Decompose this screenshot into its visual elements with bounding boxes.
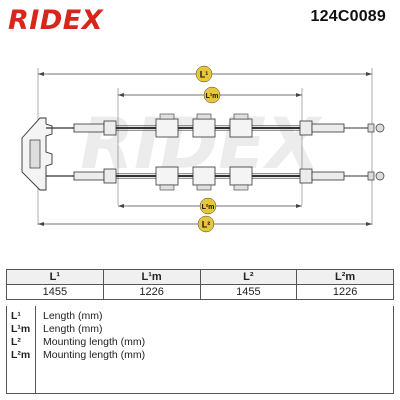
l2m-marker bbox=[199, 197, 217, 215]
table-header-row: L¹ L¹m L² L²m bbox=[6, 269, 394, 285]
header-l1m: L¹m bbox=[102, 269, 201, 285]
legend-box: L¹ Length (mm) L¹m Length (mm) L² Mounti… bbox=[6, 306, 394, 394]
legend-desc: Length (mm) bbox=[43, 310, 103, 322]
logo-wordmark: RIDEX bbox=[8, 5, 104, 34]
legend-item: L¹m Length (mm) bbox=[7, 323, 393, 335]
l1m-label: L¹m bbox=[206, 93, 219, 100]
dimensions-table-wrapper: L¹ L¹m L² L²m 1455 1226 1455 1226 bbox=[6, 269, 394, 300]
l1-marker bbox=[195, 65, 213, 83]
l1m-marker bbox=[203, 86, 221, 104]
cable-drawing-svg: RIDEX L¹ L¹m bbox=[21, 65, 385, 233]
cable-upper bbox=[46, 113, 385, 138]
legend-key: L¹ bbox=[11, 310, 21, 322]
legend-desc: Length (mm) bbox=[43, 323, 103, 335]
value-l2m: 1226 bbox=[296, 284, 394, 300]
cable-drawing: RIDEX L¹ L¹m bbox=[0, 40, 400, 265]
header-l1: L¹ bbox=[6, 269, 104, 285]
legend-desc: Mounting length (mm) bbox=[43, 349, 146, 361]
value-l1: 1455 bbox=[6, 284, 104, 300]
dimension-l1m: L¹m bbox=[118, 86, 302, 104]
table-row: 1455 1226 1455 1226 bbox=[6, 284, 394, 300]
dimension-l2m: L²m bbox=[118, 197, 302, 215]
dimension-l1: L¹ bbox=[38, 65, 372, 83]
legend-key: L²m bbox=[11, 349, 31, 361]
legend-key: L² bbox=[11, 336, 21, 348]
legend-item: L¹ Length (mm) bbox=[7, 310, 393, 322]
value-l1m: 1226 bbox=[102, 284, 201, 300]
legend-item: L² Mounting length (mm) bbox=[7, 336, 393, 348]
dimension-l2: L² bbox=[38, 215, 372, 233]
mounting-bracket bbox=[21, 117, 53, 191]
header-l2: L² bbox=[199, 269, 298, 285]
cable-lower bbox=[46, 166, 385, 191]
legend-divider bbox=[35, 306, 36, 393]
legend-item: L²m Mounting length (mm) bbox=[7, 349, 393, 361]
l2-marker bbox=[197, 215, 215, 233]
ridex-logo-graphic: RIDEX bbox=[8, 5, 104, 36]
l2m-label: L²m bbox=[202, 204, 215, 211]
brand-logo: RIDEX bbox=[6, 4, 126, 36]
part-number: 124C0089 bbox=[310, 8, 386, 25]
dimensions-table: L¹ L¹m L² L²m 1455 1226 1455 1226 bbox=[6, 269, 394, 300]
l1-label: L¹ bbox=[200, 70, 209, 80]
value-l2: 1455 bbox=[199, 284, 298, 300]
header-l2m: L²m bbox=[296, 269, 394, 285]
legend-key: L¹m bbox=[11, 323, 31, 335]
legend-desc: Mounting length (mm) bbox=[43, 336, 146, 348]
l2-label: L² bbox=[202, 220, 211, 230]
